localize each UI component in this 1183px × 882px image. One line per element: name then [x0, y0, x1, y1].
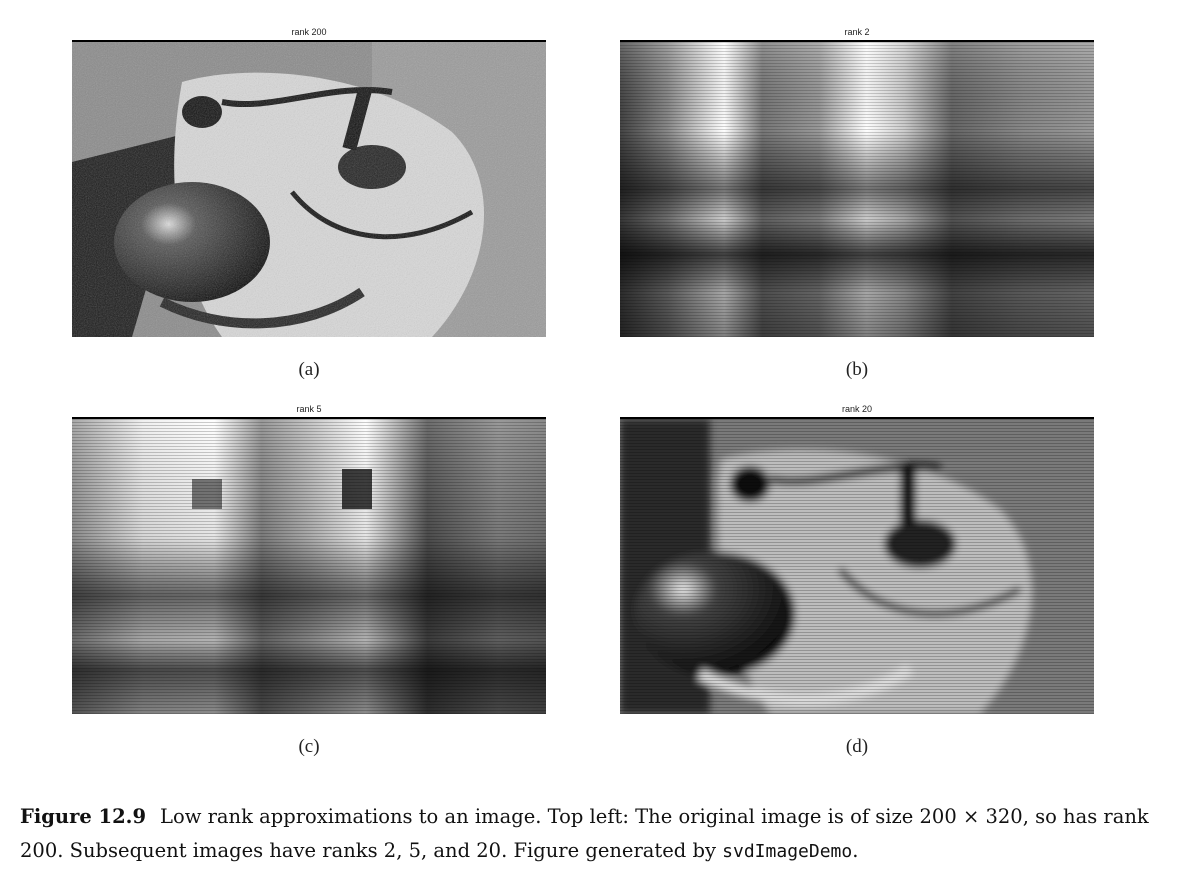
clown-image-rank-200 — [72, 40, 546, 337]
caption-text: Low rank approximations to an image. Top… — [20, 805, 1149, 862]
caption-end: . — [852, 839, 859, 862]
subfigure-label-b: (b) — [845, 359, 869, 380]
panel-title: rank 2 — [844, 27, 870, 37]
approximation-image-rank-2 — [620, 40, 1094, 337]
caption-code: svdImageDemo — [722, 841, 853, 862]
approximation-image-rank-5 — [72, 417, 546, 714]
subfigure-label-a: (a) — [298, 359, 320, 380]
subfigure-label-d: (d) — [845, 736, 869, 757]
figure-number: Figure 12.9 — [20, 805, 147, 828]
panel-title: rank 200 — [291, 27, 327, 37]
panel-title: rank 5 — [296, 404, 322, 414]
subfigure-label-c: (c) — [298, 736, 320, 757]
approximation-image-rank-20 — [620, 417, 1094, 714]
panel-title: rank 20 — [841, 404, 873, 414]
